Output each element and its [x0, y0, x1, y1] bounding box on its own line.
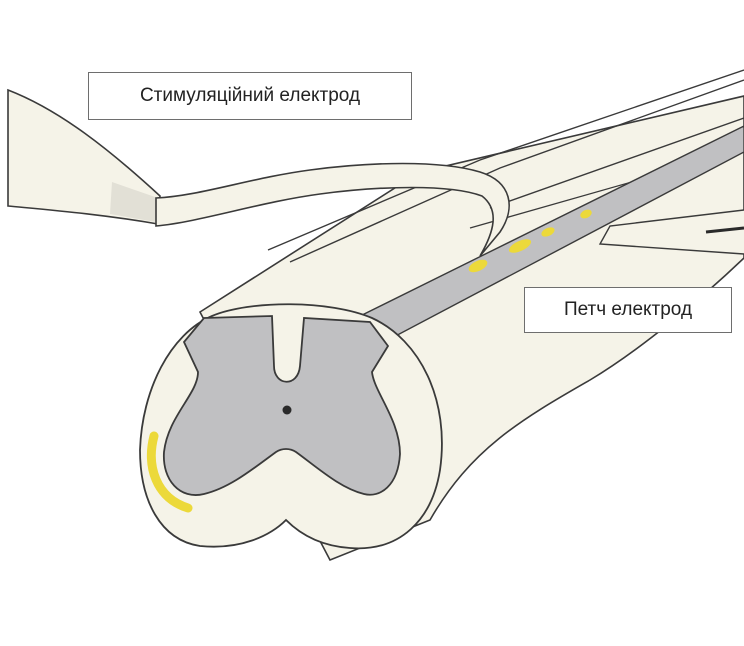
central-canal	[283, 406, 292, 415]
stimulating-electrode-label-text: Стимуляційний електрод	[140, 85, 360, 107]
stimulating-electrode-label: Стимуляційний електрод	[88, 72, 412, 120]
patch-electrode-label-text: Петч електрод	[564, 299, 692, 321]
patch-electrode-label: Петч електрод	[524, 287, 732, 333]
